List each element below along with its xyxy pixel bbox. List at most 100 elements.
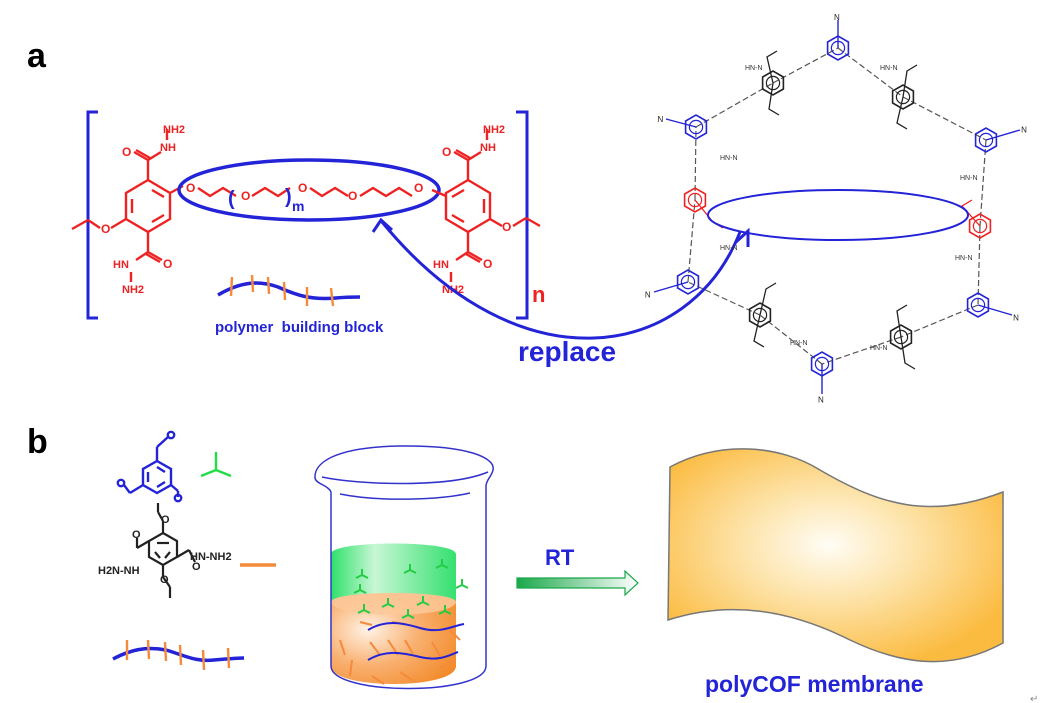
tripod-arm [359,589,367,594]
cof-dihydrazide-bottom-right-inner [893,329,909,345]
beaker-rim-inner [321,471,489,485]
beaker-green-layer [331,543,456,602]
tripod-arm [422,601,430,606]
cof-node-upper-left [684,114,708,140]
polymer-symbol-wave [112,646,245,663]
cof-node-upper-right-inner [978,132,994,148]
trialdehyde-symbol-icon [200,452,232,478]
tripod-arm [381,603,389,608]
ether-o-1: O [186,181,195,195]
cof-dihydrazide-top-right [891,84,915,110]
cof-ethoxy-group [753,314,765,348]
cof-ethoxy-group [896,304,908,338]
tripod-arm [409,569,417,574]
fiber-particle [399,671,413,681]
polymer-backbone-wave [217,281,361,301]
dihydrazide-monomer [135,503,196,598]
fiber-particle [439,659,456,669]
cof-linkage-bond [902,96,987,141]
tripod-arm [438,610,446,615]
cof-node-upper-right [974,127,998,153]
cof-linkage-bond [687,281,761,316]
cof-linkage-bond [695,82,774,128]
cof-node-top [826,35,850,61]
cof-linkage-bond [759,314,823,365]
left-top-nh2: NH2 [163,124,185,136]
ether-subscript-m: m [292,198,304,214]
cof-terminal-bond [977,304,1013,316]
cof-terminal-bond [665,118,697,128]
right-top-o: O [442,145,451,159]
tripod-arm [361,574,369,579]
chain-highlight-ellipse [177,158,441,222]
fiber-particle [404,639,414,655]
cof-hydrazone-label: HN-N [870,345,888,352]
cof-hydrazone-label: HN-N [790,340,808,347]
tripod-arm [441,564,449,569]
tripod-particle [353,584,367,594]
tripod-arm [401,614,409,619]
tripod-arm [455,584,463,589]
left-bottom-o: O [163,257,172,271]
ether-paren-close: ) [285,186,292,208]
cof-ether-unit-left-inner [687,192,703,208]
replace-arrowhead-right [734,227,750,247]
ether-o-4: O [348,189,357,203]
cof-linkage-bond [900,304,979,338]
cof-ethoxy-group [902,64,918,98]
tripod-arm [355,574,363,579]
tripod-arm [416,601,424,606]
tripod-particle [455,579,469,589]
cof-linkage-bond [687,199,696,283]
fiber-particle [359,621,373,626]
dissolved-polymer-1 [367,622,465,632]
tripod-arm [435,564,443,569]
cof-linkage-bond [821,336,902,365]
fiber-particle [449,629,461,641]
cof-dihydrazide-top-right-inner [895,89,911,105]
beaker-rim-line [339,492,471,500]
left-ethoxy-o: O [101,222,110,236]
dihydrazide-o-bottom: O [160,574,169,586]
cof-hydrazone-label: HN-N [955,255,973,262]
right-top-nh2: NH2 [483,124,505,136]
replace-label: replace [518,336,616,367]
cof-terminal-label: N [658,115,664,124]
cof-node-lower-right-inner [970,297,986,313]
cof-dihydrazide-top-left [761,70,785,96]
tripod-particle [401,609,415,619]
orange-layer-surface [331,589,456,615]
cof-dihydrazide-bottom-left-inner [752,307,768,323]
cof-terminal-label: N [1021,126,1027,135]
cof-linkage-bond [977,225,981,306]
cof-ether-unit-right-inner [972,218,988,234]
tripod-arm [461,584,469,589]
cof-dihydrazide-bottom-right [889,324,913,350]
cof-terminal-label: N [834,13,840,22]
tripod-arm [444,610,452,615]
left-bottom-nh2: NH2 [122,284,144,296]
cof-node-lower-left-inner [680,274,696,290]
dihydrazide-carbonyl-right: O [192,561,201,573]
replace-arrow [380,221,742,340]
fiber-particle [349,659,353,677]
beaker [314,445,494,690]
left-top-nh: NH [160,142,176,154]
fiber-particle [369,641,381,656]
polymer-side-ticks [229,274,335,307]
fiber-particle [371,675,385,685]
cof-ether-unit-left [683,187,707,213]
dihydrazide-carbonyl-left: O [132,529,141,541]
tripod-particle [403,564,417,574]
cof-linkage-bond [837,47,904,98]
cof-node-upper-left-inner [688,119,704,135]
cof-node-lower-right [966,292,990,318]
cof-ethoxy-group [900,336,916,370]
ether-paren-open: ( [228,188,235,210]
cof-dihydrazide-bottom-left [748,302,772,328]
tripod-arm [387,603,395,608]
cof-ether-unit-right [968,213,992,239]
tripod-particle [438,605,452,615]
right-ethoxy-o: O [502,220,511,234]
left-bottom-hn: HN [113,259,129,271]
